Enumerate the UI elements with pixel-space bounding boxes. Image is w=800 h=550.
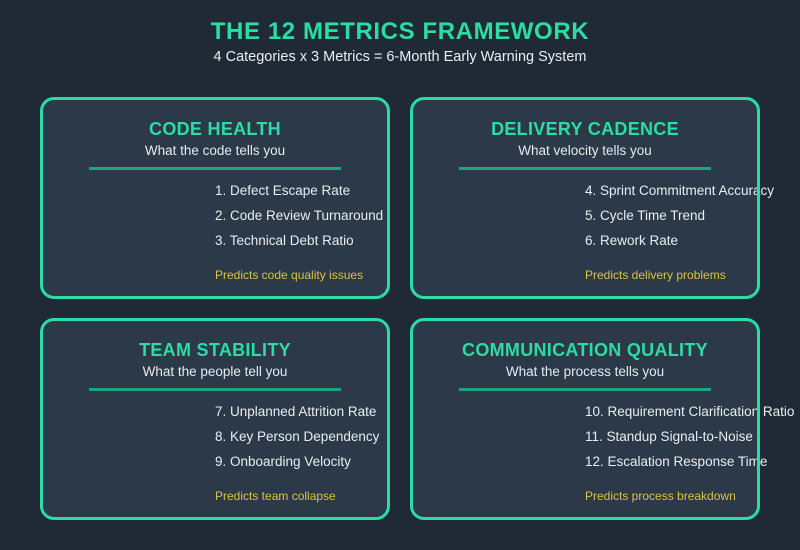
divider-line: [459, 167, 711, 170]
card-title: TEAM STABILITY: [139, 340, 291, 360]
metric-item: 4. Sprint Commitment Accuracy: [585, 183, 775, 198]
metric-item: 8. Key Person Dependency: [215, 429, 380, 444]
page-title: THE 12 METRICS FRAMEWORK: [210, 18, 590, 45]
metric-item: 10. Requirement Clarification Ratio: [585, 404, 795, 419]
divider-line: [89, 388, 341, 391]
metric-item: 12. Escalation Response Time: [585, 454, 768, 469]
metric-item: 11. Standup Signal-to-Noise: [585, 429, 753, 444]
metric-item: 6. Rework Rate: [585, 233, 679, 248]
metric-list: 7. Unplanned Attrition Rate 8. Key Perso…: [215, 399, 379, 474]
card-subtitle: What the process tells you: [505, 364, 665, 379]
metric-item: 2. Code Review Turnaround: [215, 208, 384, 223]
divider-line: [89, 167, 341, 170]
card-title: DELIVERY CADENCE: [491, 119, 679, 139]
card-delivery-cadence: DELIVERY CADENCE What velocity tells you…: [410, 97, 774, 299]
metric-item: 9. Onboarding Velocity: [215, 454, 351, 469]
card-communication-quality: COMMUNICATION QUALITY What the process t…: [410, 318, 794, 520]
card-subtitle: What the code tells you: [144, 143, 286, 158]
metric-list: 1. Defect Escape Rate 2. Code Review Tur…: [215, 178, 383, 253]
card-code-health: CODE HEALTH What the code tells you 1. D…: [40, 97, 390, 299]
metric-item: 3. Technical Debt Ratio: [215, 233, 354, 248]
prediction-note: Predicts team collapse: [215, 489, 336, 503]
card-title: COMMUNICATION QUALITY: [462, 340, 708, 360]
prediction-note: Predicts code quality issues: [215, 268, 364, 282]
metric-list: 4. Sprint Commitment Accuracy 5. Cycle T…: [585, 178, 774, 253]
metric-list: 10. Requirement Clarification Ratio 11. …: [585, 399, 794, 474]
page-subtitle: 4 Categories x 3 Metrics = 6-Month Early…: [213, 49, 587, 65]
metric-item: 7. Unplanned Attrition Rate: [215, 404, 377, 419]
metric-item: 5. Cycle Time Trend: [585, 208, 706, 223]
card-subtitle: What velocity tells you: [518, 143, 652, 158]
prediction-note: Predicts delivery problems: [585, 268, 726, 282]
card-title: CODE HEALTH: [149, 119, 281, 139]
prediction-note: Predicts process breakdown: [585, 489, 736, 503]
card-subtitle: What the people tell you: [142, 364, 288, 379]
divider-line: [459, 388, 711, 391]
metric-item: 1. Defect Escape Rate: [215, 183, 351, 198]
card-team-stability: TEAM STABILITY What the people tell you …: [40, 318, 390, 520]
